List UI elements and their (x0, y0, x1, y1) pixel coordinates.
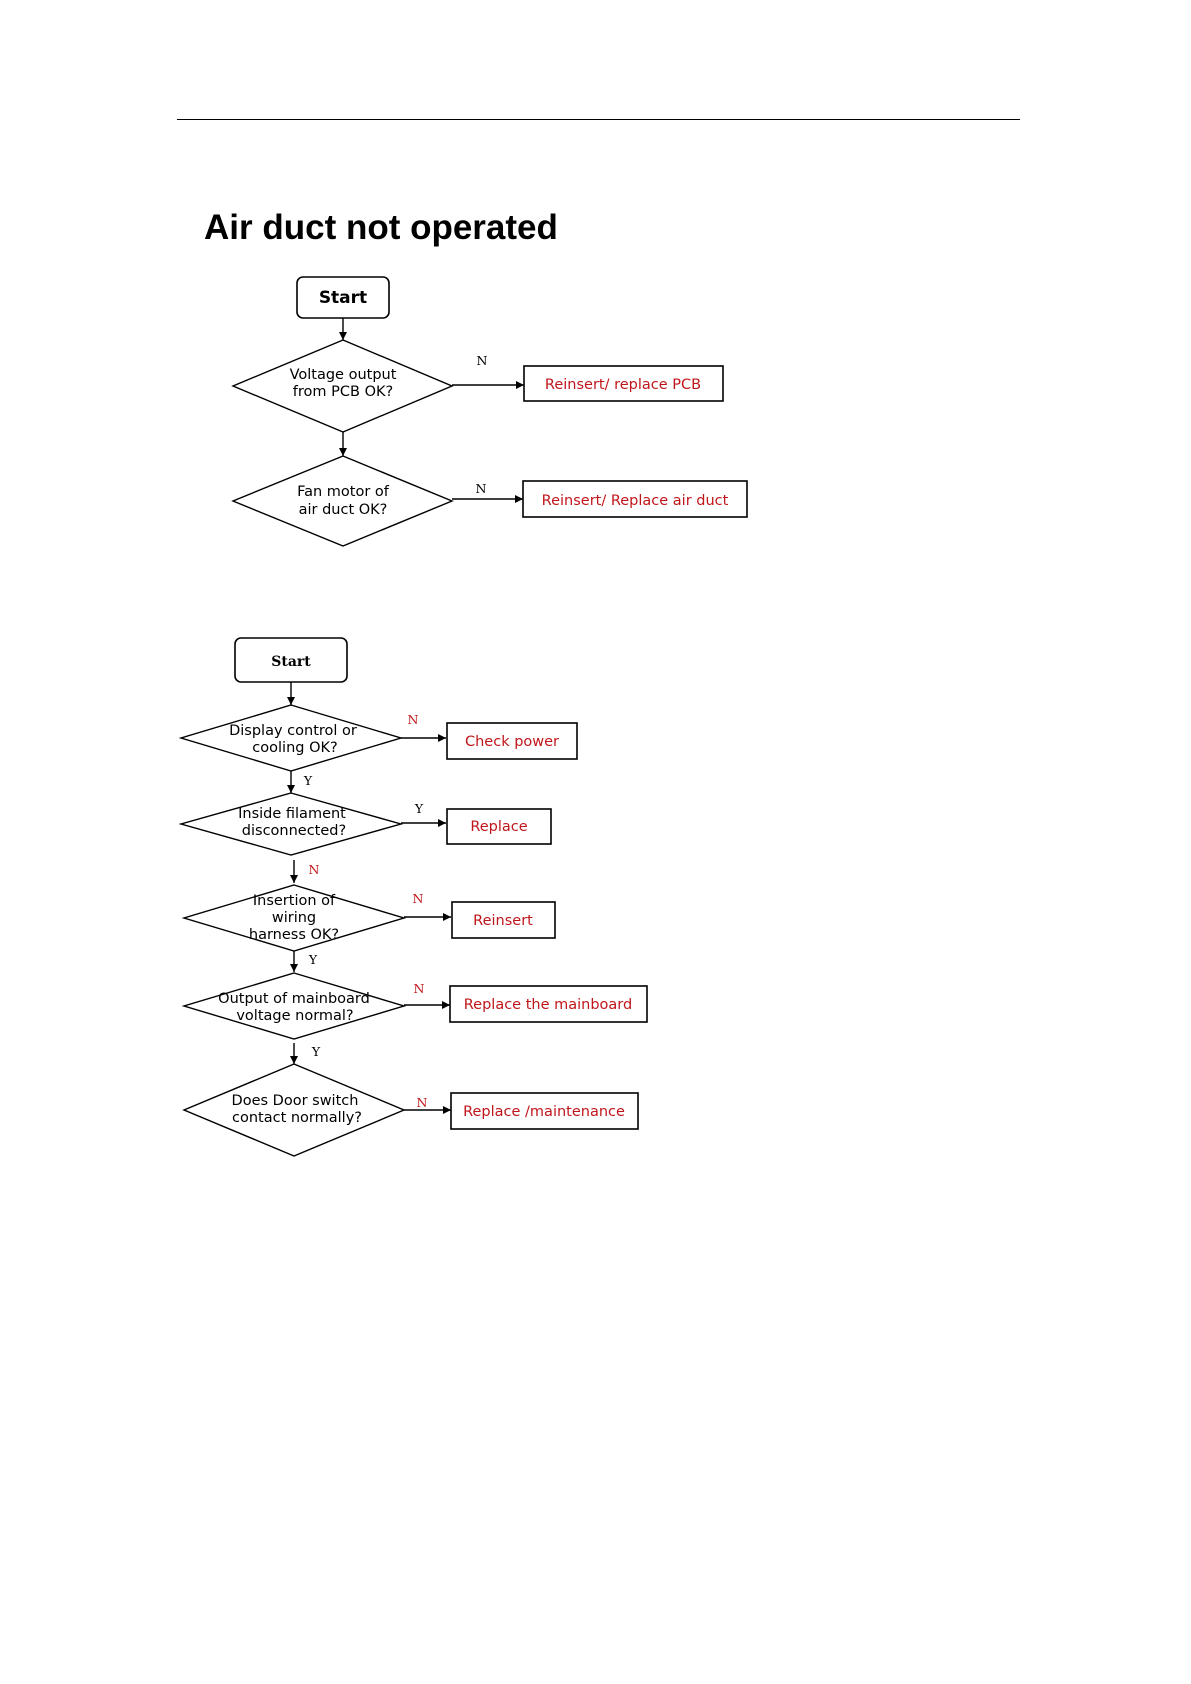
branch-label: N (408, 712, 419, 727)
action-label: Reinsert/ Replace air duct (542, 493, 729, 509)
flowchart-2: Start Display control or cooling OK? N C… (178, 637, 648, 1157)
action-replace-maintenance: Replace /maintenance (450, 1092, 639, 1130)
decision-text: air duct OK? (299, 502, 388, 518)
decision-text: Insertion of (253, 893, 336, 909)
decision-text: harness OK? (249, 927, 339, 943)
decision-text: Fan motor of (297, 484, 390, 500)
branch-label: N (417, 1095, 428, 1110)
action-reinsert-replace-air-duct: Reinsert/ Replace air duct (522, 480, 748, 518)
start-node: Start (296, 276, 390, 319)
branch-label: N (476, 481, 487, 496)
branch-label: N (413, 891, 424, 906)
decision-door-switch: Does Door switch contact normally? (182, 1063, 406, 1157)
branch-label: Y (308, 952, 318, 967)
decision-inside-filament: Inside filament disconnected? (178, 792, 404, 856)
decision-text: Inside filament (238, 806, 346, 822)
decision-text: cooling OK? (252, 740, 337, 756)
decision-text: wiring (272, 910, 316, 926)
action-replace: Replace (446, 808, 552, 845)
branch-label: N (309, 862, 320, 877)
decision-text: disconnected? (242, 823, 346, 839)
page-title: Air duct not operated (204, 208, 558, 247)
decision-text: Display control or (229, 723, 357, 739)
start-label: Start (319, 288, 367, 308)
decision-text: Voltage output (290, 367, 397, 383)
decision-wiring-harness: Insertion of wiring harness OK? (181, 884, 407, 952)
action-label: Reinsert (473, 913, 533, 929)
branch-label: N (414, 981, 425, 996)
action-label: Replace (470, 819, 527, 835)
branch-label: Y (414, 801, 424, 816)
decision-text: Does Door switch (232, 1093, 359, 1109)
action-reinsert-replace-pcb: Reinsert/ replace PCB (523, 365, 724, 402)
start-label: Start (271, 654, 311, 670)
decision-text: voltage normal? (236, 1008, 353, 1024)
decision-text: from PCB OK? (293, 384, 393, 400)
flowchart-1: Start Voltage output from PCB OK? N Rein… (231, 276, 748, 547)
decision-text: contact normally? (232, 1110, 362, 1126)
branch-label: Y (303, 773, 313, 788)
action-label: Replace /maintenance (463, 1104, 625, 1120)
branch-label: N (477, 353, 488, 368)
header-rule (177, 119, 1020, 120)
decision-text: Output of mainboard (218, 991, 370, 1007)
action-label: Check power (465, 734, 559, 750)
action-replace-mainboard: Replace the mainboard (449, 985, 648, 1023)
decision-mainboard-voltage: Output of mainboard voltage normal? (181, 972, 407, 1040)
action-label: Replace the mainboard (464, 997, 632, 1013)
decision-display-control: Display control or cooling OK? (178, 704, 404, 772)
branch-label: Y (311, 1044, 321, 1059)
action-check-power: Check power (446, 722, 578, 760)
start-node: Start (234, 637, 348, 683)
action-reinsert: Reinsert (451, 901, 556, 939)
action-label: Reinsert/ replace PCB (545, 377, 701, 393)
decision-fan-motor: Fan motor of air duct OK? (231, 455, 454, 547)
decision-voltage-output: Voltage output from PCB OK? (231, 339, 454, 433)
